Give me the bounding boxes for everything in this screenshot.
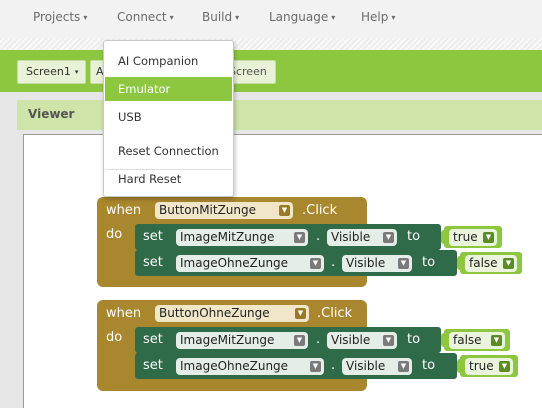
boolean-value: true <box>469 359 494 373</box>
component-dropdown[interactable]: ButtonOhneZunge ▼ <box>155 305 309 322</box>
component-dropdown[interactable]: ButtonMitZunge ▼ <box>155 202 293 219</box>
property-dropdown[interactable]: Visible ▼ <box>342 358 412 375</box>
set-keyword: set <box>143 229 163 244</box>
component-name: ButtonMitZunge <box>159 203 257 217</box>
menu-item-emulator[interactable]: Emulator <box>105 77 232 101</box>
chevron-down-icon: ▾ <box>74 68 79 76</box>
to-keyword: to <box>422 358 436 373</box>
setter-block[interactable]: set ImageOhneZunge ▼ . Visible ▼ to <box>135 250 457 276</box>
component-dropdown[interactable]: ImageOhneZunge ▼ <box>176 255 324 272</box>
menu-divider <box>0 38 542 50</box>
screen-select-button[interactable]: Screen1▾ <box>17 60 86 84</box>
menu-item-usb[interactable]: USB <box>118 110 142 124</box>
chevron-down-icon: ▼ <box>398 361 409 372</box>
to-keyword: to <box>407 332 421 347</box>
chevron-down-icon: ▼ <box>503 258 514 269</box>
setter-block[interactable]: set ImageMitZunge ▼ . Visible ▼ to <box>135 224 441 250</box>
property-dot: . <box>316 332 321 347</box>
chevron-down-icon: ▼ <box>310 258 321 269</box>
boolean-value: false <box>453 333 482 347</box>
chevron-down-icon: ▼ <box>383 232 394 243</box>
setter-block[interactable]: set ImageMitZunge ▼ . Visible ▼ to <box>135 327 441 353</box>
event-name: .Click <box>317 306 353 321</box>
menu-separator <box>105 169 232 170</box>
component-dropdown[interactable]: ImageMitZunge ▼ <box>176 332 308 349</box>
chevron-down-icon: ▼ <box>294 232 305 243</box>
menu-projects[interactable]: Projects▾ <box>33 10 87 24</box>
boolean-block[interactable]: false ▼ <box>460 252 522 274</box>
component-name: ImageMitZunge <box>180 333 275 347</box>
menu-build[interactable]: Build▾ <box>202 10 239 24</box>
boolean-value: true <box>453 230 478 244</box>
boolean-block[interactable]: false ▼ <box>444 329 510 351</box>
boolean-block[interactable]: true ▼ <box>444 226 502 248</box>
setter-block[interactable]: set ImageOhneZunge ▼ . Visible ▼ to <box>135 353 457 379</box>
menu-item-ai-companion[interactable]: AI Companion <box>118 54 199 68</box>
menu-build-label: Build <box>202 10 233 24</box>
chevron-down-icon: ▼ <box>310 361 321 372</box>
property-name: Visible <box>331 333 371 347</box>
chevron-down-icon: ▼ <box>294 335 305 346</box>
when-keyword: when <box>106 203 142 218</box>
connect-dropdown-menu: AI Companion Emulator USB Reset Connecti… <box>103 40 234 197</box>
menu-item-reset-connection[interactable]: Reset Connection <box>118 144 219 158</box>
chevron-down-icon: ▼ <box>398 258 409 269</box>
chevron-down-icon: ▼ <box>483 232 494 243</box>
menu-bar: Projects▾ Connect▾ Build▾ Language▾ Help… <box>0 0 542 38</box>
menu-help-label: Help <box>361 10 389 24</box>
chevron-down-icon: ▼ <box>499 361 510 372</box>
menu-connect[interactable]: Connect▾ <box>117 10 174 24</box>
component-dropdown[interactable]: ImageOhneZunge ▼ <box>176 358 324 375</box>
property-name: Visible <box>331 230 371 244</box>
boolean-dropdown[interactable]: false ▼ <box>449 332 505 349</box>
chevron-down-icon: ▾ <box>391 13 396 22</box>
viewer-title: Viewer <box>28 107 75 121</box>
menu-language-label: Language <box>269 10 329 24</box>
property-dropdown[interactable]: Visible ▼ <box>327 332 397 349</box>
component-name: ImageOhneZunge <box>180 256 289 270</box>
property-name: Visible <box>346 256 386 270</box>
boolean-dropdown[interactable]: false ▼ <box>465 255 517 272</box>
menu-item-hard-reset[interactable]: Hard Reset <box>118 172 182 186</box>
to-keyword: to <box>407 229 421 244</box>
set-keyword: set <box>143 358 163 373</box>
menu-help[interactable]: Help▾ <box>361 10 395 24</box>
property-dot: . <box>316 229 321 244</box>
menu-connect-label: Connect <box>117 10 167 24</box>
chevron-down-icon: ▾ <box>235 13 240 22</box>
boolean-dropdown[interactable]: true ▼ <box>465 358 513 375</box>
do-keyword: do <box>106 227 123 242</box>
property-dropdown[interactable]: Visible ▼ <box>342 255 412 272</box>
screen-select-label: Screen1 <box>26 65 71 78</box>
chevron-down-icon: ▼ <box>491 335 502 346</box>
menu-projects-label: Projects <box>33 10 81 24</box>
boolean-dropdown[interactable]: true ▼ <box>449 229 497 246</box>
do-keyword: do <box>106 330 123 345</box>
menu-language[interactable]: Language▾ <box>269 10 335 24</box>
component-dropdown[interactable]: ImageMitZunge ▼ <box>176 229 308 246</box>
boolean-value: false <box>469 256 498 270</box>
set-keyword: set <box>143 332 163 347</box>
property-dropdown[interactable]: Visible ▼ <box>327 229 397 246</box>
chevron-down-icon: ▾ <box>83 13 88 22</box>
component-name: ButtonOhneZunge <box>159 306 270 320</box>
viewer-header: Viewer <box>17 100 542 130</box>
when-keyword: when <box>106 306 142 321</box>
component-name: ImageOhneZunge <box>180 359 289 373</box>
chevron-down-icon: ▾ <box>169 13 174 22</box>
boolean-block[interactable]: true ▼ <box>460 355 518 377</box>
component-name: ImageMitZunge <box>180 230 275 244</box>
event-name: .Click <box>302 203 338 218</box>
to-keyword: to <box>422 255 436 270</box>
set-keyword: set <box>143 255 163 270</box>
property-name: Visible <box>346 359 386 373</box>
chevron-down-icon: ▼ <box>295 308 306 319</box>
property-dot: . <box>331 255 336 270</box>
designer-toolbar: Screen1▾ A Screen <box>0 50 542 92</box>
chevron-down-icon: ▼ <box>383 335 394 346</box>
chevron-down-icon: ▾ <box>331 13 336 22</box>
chevron-down-icon: ▼ <box>279 205 290 216</box>
property-dot: . <box>331 358 336 373</box>
